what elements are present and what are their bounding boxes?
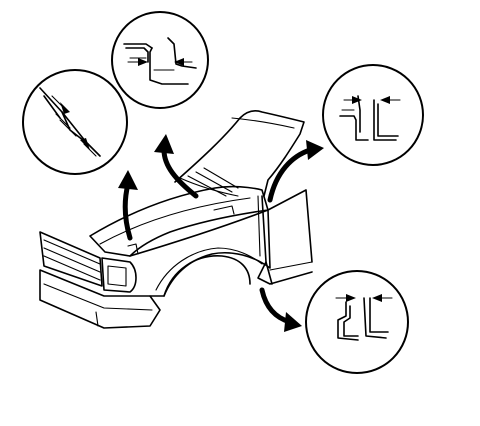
grille xyxy=(39,231,103,287)
front-bumper xyxy=(39,269,161,329)
arrow-to-detail-2 xyxy=(154,134,199,199)
hood xyxy=(89,185,269,257)
arrow-to-detail-1 xyxy=(118,170,138,241)
arrow-to-detail-4 xyxy=(259,287,302,332)
detail-circle-hood-fender-rear xyxy=(322,64,424,166)
detail-circle-fender-door xyxy=(305,270,409,374)
detail-circle-hood-fender-front xyxy=(22,69,128,175)
arrow-to-detail-3 xyxy=(267,140,324,203)
hood-open-panel xyxy=(174,110,305,197)
detail-circle-hood-cowl xyxy=(111,11,209,109)
headlamp xyxy=(101,257,137,293)
callout-arrows xyxy=(118,134,324,332)
vehicle-body xyxy=(39,110,313,329)
